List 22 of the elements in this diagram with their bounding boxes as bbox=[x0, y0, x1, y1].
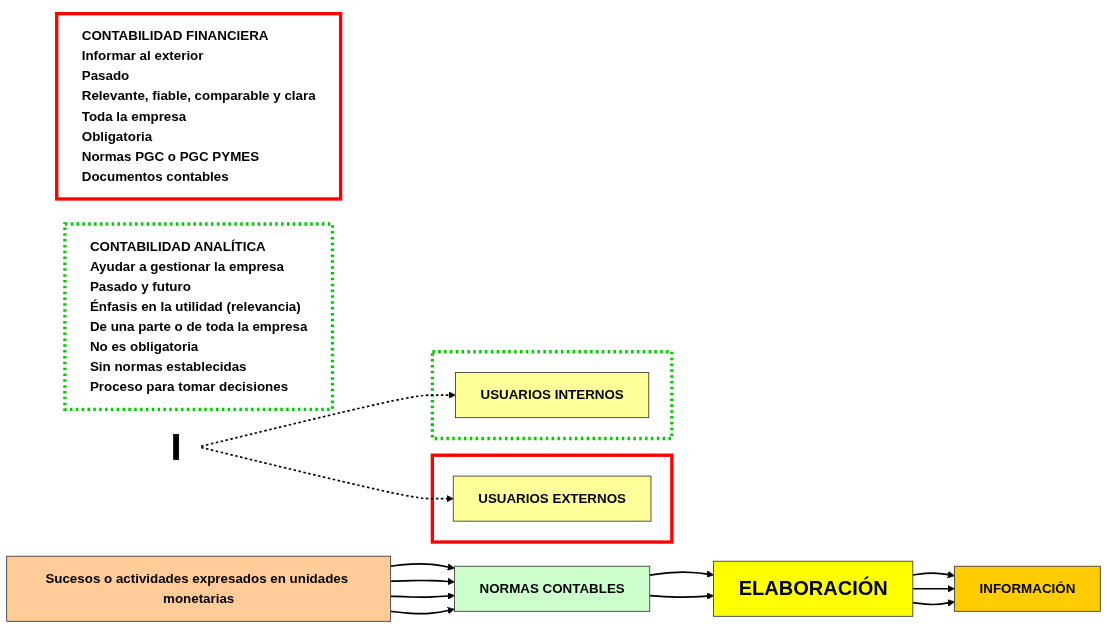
arrow bbox=[389, 563, 455, 571]
arrow bbox=[389, 577, 455, 586]
cluster bbox=[430, 350, 674, 441]
node-box: INFORMACIÓN bbox=[954, 565, 1101, 612]
arrow bbox=[200, 446, 454, 503]
arrow bbox=[911, 599, 955, 607]
arrow bbox=[911, 585, 955, 593]
arrow bbox=[200, 391, 456, 448]
node-box: CONTABILIDAD FINANCIERA Informar al exterior Pasado Relevante, fiable, comparable y clara Toda la empresa Obligatoria Normas PGC o PGC PYMES Documentos contables bbox=[55, 12, 343, 201]
arrow bbox=[648, 592, 714, 600]
node-box: NORMAS CONTABLES bbox=[454, 565, 651, 612]
node-box: USUARIOS EXTERNOS bbox=[452, 475, 652, 522]
arrow bbox=[389, 592, 455, 600]
node-box: USUARIOS INTERNOS bbox=[455, 372, 650, 419]
arrow bbox=[648, 570, 714, 578]
node-box: ELABORACIÓN bbox=[713, 560, 914, 617]
node-box: CONTABILIDAD ANALÍTICA Ayudar a gestionar la empresa Pasado y futuro Énfasis en la utilidad (relevancia) De una parte o de toda la empresa No es obligatoria Sin normas establecidas Proceso para tomar decisiones bbox=[63, 222, 335, 411]
arrow bbox=[389, 606, 455, 615]
node-box: Sucesos o actividades expresados en unidades monetarias bbox=[6, 555, 392, 622]
cluster bbox=[430, 453, 674, 544]
node-bar bbox=[173, 433, 180, 460]
arrow bbox=[911, 571, 955, 579]
